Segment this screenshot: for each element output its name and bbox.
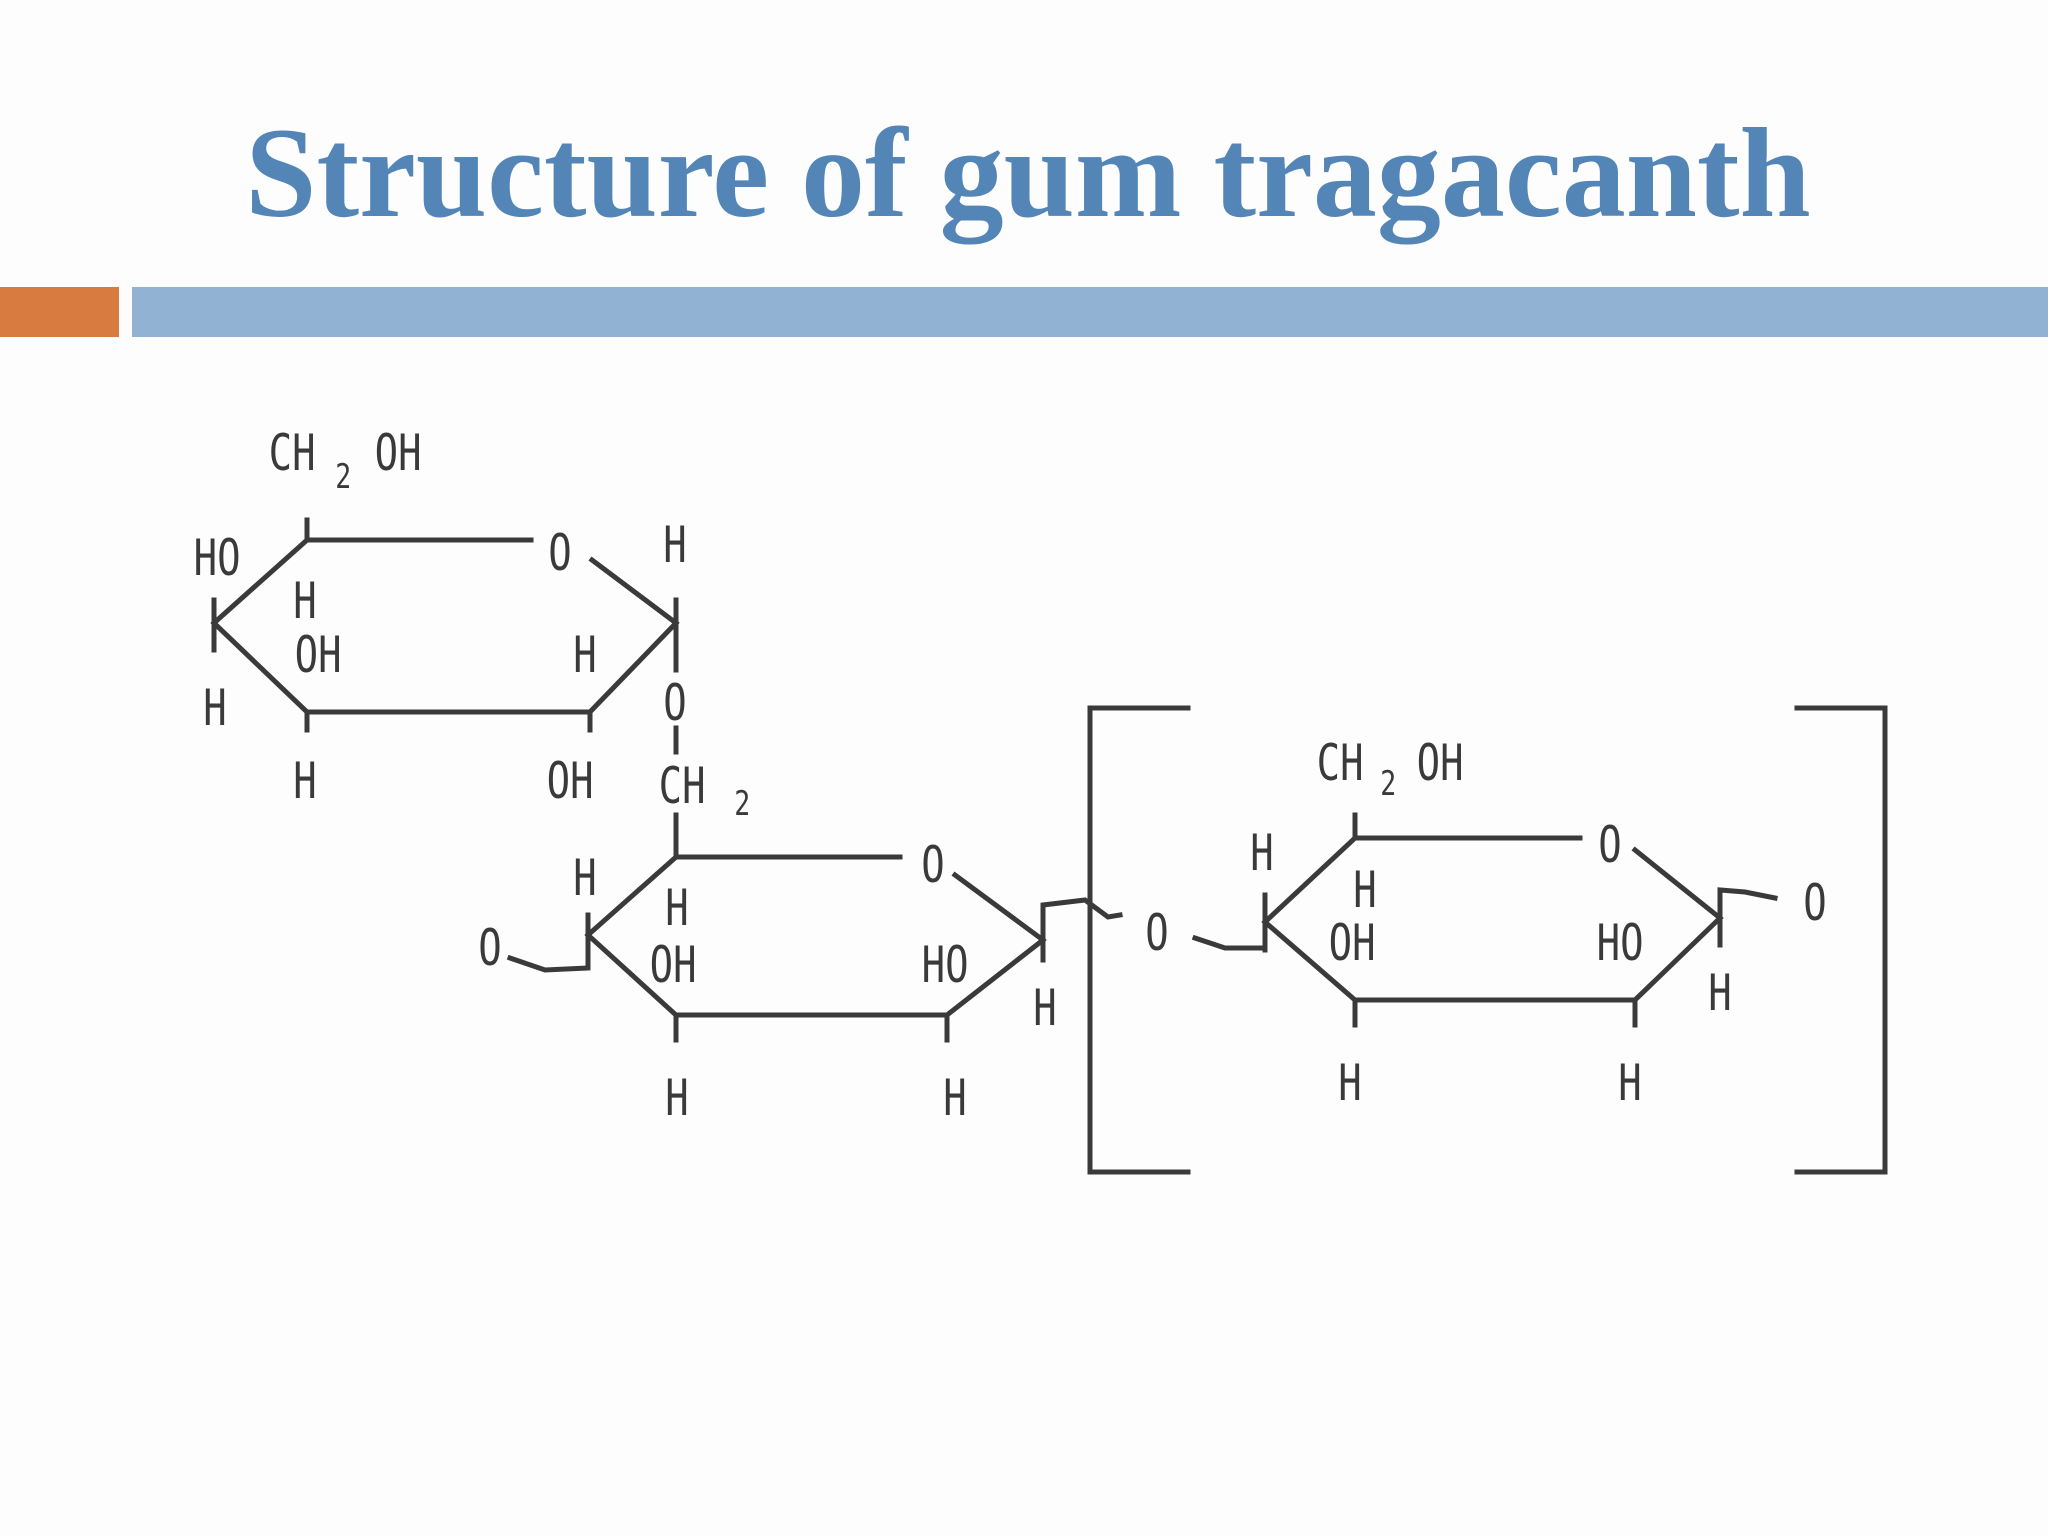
- ring-1-h-label: H: [293, 751, 316, 810]
- ring-3-o-label: O: [1803, 873, 1826, 932]
- left-bracket: [1087, 705, 1191, 1175]
- ring-3-h-label: H: [1618, 1053, 1641, 1112]
- ring-1-ring-oxygen: O: [548, 523, 571, 582]
- ring-2-o-label: O: [478, 918, 501, 977]
- ring-3-bond: [1261, 834, 1359, 926]
- ring-2-bonds: [506, 812, 1123, 1043]
- ring-3-ch2-label: CH: [1317, 733, 1364, 792]
- ring-2-ring-oxygen: O: [921, 835, 944, 894]
- repeat-brackets: [1087, 705, 1888, 1175]
- ring-2-bond: [951, 871, 1047, 944]
- accent-bar: [0, 287, 119, 337]
- ring-1-h-label: H: [573, 625, 596, 684]
- ring-3-bond: [1631, 846, 1724, 922]
- ring-2-oh-label: OH: [650, 935, 697, 994]
- ring-1-oh-label: OH: [295, 625, 342, 684]
- ring-2-labels: H O H OH HO O H H H O: [478, 835, 1168, 1127]
- ring-3-h-label: H: [1708, 963, 1731, 1022]
- ring-2-bond: [584, 931, 680, 1019]
- ring-1-bond: [586, 619, 680, 716]
- title-rule-bar: [132, 287, 2048, 337]
- ring-3-bond: [1261, 918, 1359, 1004]
- ring-3-ch2oh-label: OH: [1417, 733, 1464, 792]
- ring-1-h-label: H: [293, 571, 316, 630]
- ring-1-labels: CH 2 OH HO O H H OH H H H OH O CH 2: [194, 423, 751, 824]
- ring-3-ch2-subscript: 2: [1380, 765, 1396, 804]
- ring-2-h-label: H: [573, 848, 596, 907]
- ring-1-h-label: H: [663, 515, 686, 574]
- ring-3-oh-label: OH: [1329, 913, 1376, 972]
- ring-3-h-label: H: [1250, 823, 1273, 882]
- ring-1-bond: [588, 556, 680, 627]
- ring-3-h-label: H: [1338, 1053, 1361, 1112]
- ring-2-ch2-subscript: 2: [734, 785, 750, 824]
- ring-2-h-label: H: [1033, 978, 1056, 1037]
- ring-2-o-link: [506, 932, 591, 973]
- ring-1-ho-label: HO: [194, 528, 241, 587]
- slide-title: Structure of gum tragacanth: [245, 102, 1811, 244]
- ring-3-ring-oxygen: O: [1598, 815, 1621, 874]
- ring-3-o-link: [1717, 887, 1778, 921]
- glycosidic-link: [1040, 897, 1123, 943]
- ring-3-labels: CH 2 OH H O H OH HO O H H H: [1250, 733, 1826, 1112]
- ring-2-bond: [584, 853, 680, 939]
- glycosidic-oxygen: O: [663, 673, 686, 732]
- ring-1-oh-label: OH: [547, 751, 594, 810]
- ring-2-h-label: H: [665, 878, 688, 937]
- ring-1-ch2-subscript: 2: [335, 458, 351, 497]
- ring-2-bond: [943, 936, 1047, 1019]
- ring-3-o-link: [1191, 919, 1268, 951]
- ring-2-ch2-label: CH: [659, 756, 706, 815]
- ring-1-ch2oh-label: OH: [375, 423, 422, 482]
- ring-1-bonds: [210, 517, 680, 755]
- ring-1-bond: [210, 536, 311, 627]
- ring-1-ch2-label: CH: [269, 423, 316, 482]
- ring-3-ho-label: HO: [1597, 913, 1644, 972]
- ring-2-h-label: H: [943, 1068, 966, 1127]
- ring-2-ho-label: HO: [922, 935, 969, 994]
- ring-3-bond: [1631, 914, 1724, 1004]
- bridge-oxygen: O: [1145, 903, 1168, 962]
- ring-2-h-label: H: [665, 1068, 688, 1127]
- ring-1-bond: [210, 619, 311, 716]
- ring-3-bonds: [1191, 812, 1778, 1028]
- ring-3-h-label: H: [1353, 860, 1376, 919]
- right-bracket: [1794, 705, 1888, 1175]
- ring-1-h-label: H: [203, 678, 226, 737]
